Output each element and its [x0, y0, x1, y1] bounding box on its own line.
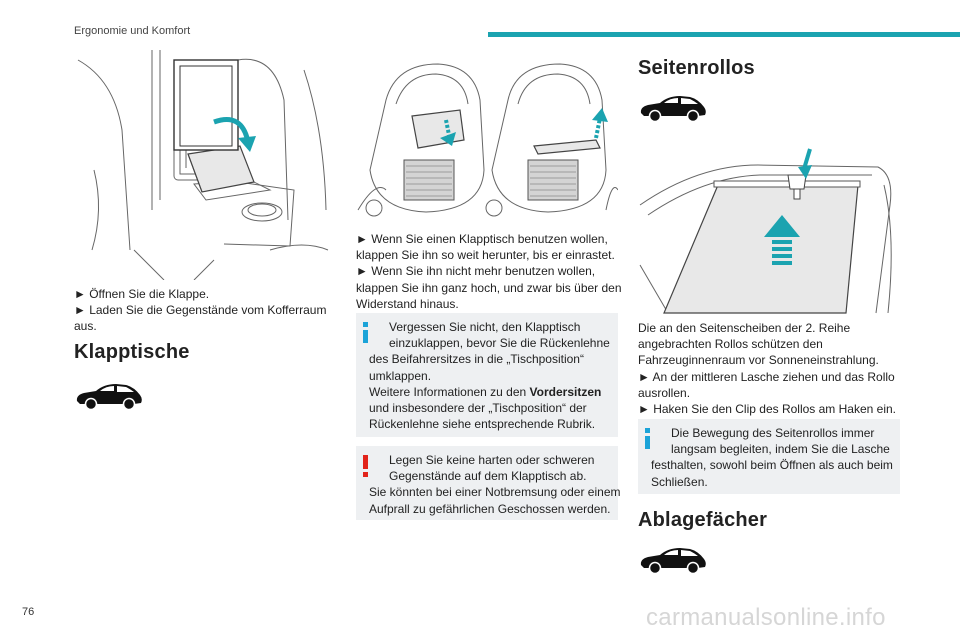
- step-line: ► Haken Sie den Clip des Rollos am Haken…: [638, 402, 897, 417]
- page-number: 76: [22, 606, 35, 618]
- step-line: klappen Sie ihn so weit herunter, bis er…: [356, 248, 615, 263]
- watermark: carmanualsonline.info: [646, 604, 886, 631]
- car-silhouette-icon: [638, 93, 708, 128]
- info-icon: [363, 322, 368, 343]
- car-silhouette-icon: [638, 545, 708, 580]
- header-accent-bar: [488, 32, 960, 37]
- step-line: ► Wenn Sie ihn nicht mehr benutzen wolle…: [356, 264, 596, 279]
- link-vordersitzen[interactable]: Vordersitzen: [529, 384, 602, 399]
- info-box-seitenrollos: Die Bewegung des Seitenrollos immer lang…: [638, 419, 900, 494]
- middle-steps: ► Wenn Sie einen Klapptisch benutzen wol…: [356, 231, 622, 312]
- body-line: Fahrzeuginnenraum vor Sonneneinstrahlung…: [638, 353, 879, 368]
- sunshade-illustration: [638, 145, 900, 315]
- trunk-hatch-illustration: [74, 50, 336, 280]
- heading-klapptische: Klapptische: [74, 341, 190, 363]
- heading-seitenrollos: Seitenrollos: [638, 57, 755, 79]
- right-body: Die an den Seitenscheiben der 2. Reihe a…: [638, 320, 896, 417]
- step-line: Widerstand hinaus.: [356, 296, 459, 311]
- body-line: Die an den Seitenscheiben der 2. Reihe: [638, 321, 851, 335]
- step-line: ► Wenn Sie einen Klapptisch benutzen wol…: [356, 232, 608, 246]
- step-line: ausrollen.: [638, 385, 691, 400]
- car-silhouette-icon: [74, 381, 144, 416]
- body-line: angebrachten Rollos schützen den: [638, 337, 823, 352]
- warning-box-klapptisch: Legen Sie keine harten oder schweren Geg…: [356, 446, 620, 520]
- left-steps: ► Öffnen Sie die Klappe. ► Laden Sie die…: [74, 286, 326, 335]
- step-line: aus.: [74, 319, 97, 334]
- step-line: klappen Sie ihn ganz hoch, und zwar bis …: [356, 280, 622, 295]
- heading-ablagefaecher: Ablagefächer: [638, 509, 768, 531]
- step-line: ► An der mittleren Lasche ziehen und das…: [638, 369, 895, 384]
- info-icon: [645, 428, 650, 449]
- running-header: Ergonomie und Komfort: [74, 25, 191, 37]
- warning-icon: [363, 455, 368, 477]
- step-line: ► Öffnen Sie die Klappe.: [74, 287, 210, 301]
- folding-table-illustration: [356, 60, 618, 222]
- step-line: ► Laden Sie die Gegenstände vom Kofferra…: [74, 303, 327, 318]
- info-box-klapptisch: Vergessen Sie nicht, den Klapptisch einz…: [356, 313, 618, 437]
